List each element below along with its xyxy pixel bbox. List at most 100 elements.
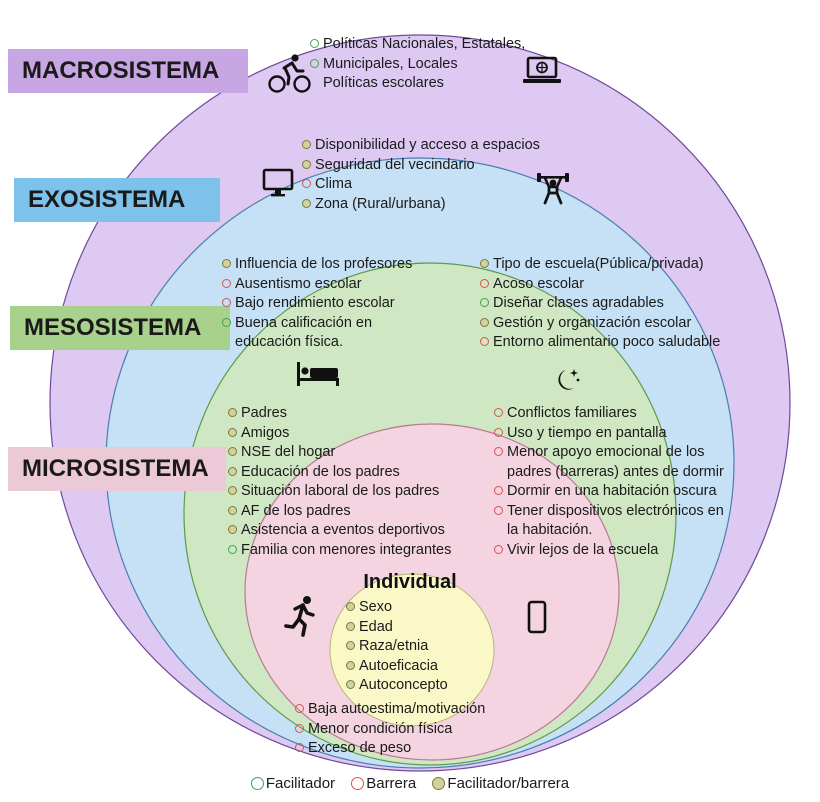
factor-item: Clima [302, 175, 540, 195]
factor-text: educación física. [235, 334, 344, 350]
factor-item: Entorno alimentario poco saludable [480, 333, 720, 353]
factor-item: Diseñar clases agradables [480, 294, 720, 314]
factor-text: Menor condición física [308, 720, 453, 737]
facilitador-barrera-marker-icon [346, 641, 355, 650]
barrera-marker-icon [351, 777, 365, 790]
factor-text: Conflictos familiares [507, 405, 637, 421]
factor-text: Zona (Rural/urbana) [315, 195, 446, 212]
microsistema-label: MICROSISTEMA [8, 447, 226, 491]
factor-text: Exceso de peso [308, 740, 412, 756]
facilitador-barrera-marker-icon [222, 259, 231, 268]
factor-item: Vivir lejos de la escuela [494, 541, 724, 561]
facilitador-barrera-marker-icon [228, 427, 237, 437]
factor-item: Dormir en una habitación oscura [494, 482, 724, 502]
facilitador-barrera-marker-icon [228, 486, 237, 495]
barrera-marker-icon [494, 505, 503, 515]
factor-item: Zona (Rural/urbana) [302, 195, 540, 215]
moon-stars-icon [558, 369, 580, 390]
facilitador-barrera-marker-icon [346, 621, 355, 631]
factor-item: Edad [346, 618, 448, 638]
factor-item: Gestión y organización escolar [480, 314, 720, 334]
factor-text: Municipales, Locales [323, 55, 458, 72]
factor-item: Asistencia a eventos deportivos [228, 521, 451, 541]
monitor-icon [262, 168, 294, 197]
individual-circle [329, 573, 495, 727]
factor-text: padres (barreras) antes de dormir [507, 463, 724, 480]
factor-item: Seguridad del vecindario [302, 156, 540, 176]
barrera-marker-icon [295, 723, 304, 733]
factor-text: Raza/etnia [359, 638, 429, 654]
facilitador-barrera-marker-icon [302, 140, 311, 149]
factor-text: Uso y tiempo en pantalla [507, 424, 667, 441]
factor-item: Acoso escolar [480, 275, 720, 295]
facilitador-marker-icon [250, 777, 264, 790]
factor-text: Autoconcepto [359, 677, 448, 693]
barrera-marker-icon [302, 179, 311, 188]
facilitador-barrera-marker-icon [346, 602, 355, 611]
facilitador-barrera-marker-icon [480, 259, 489, 268]
factor-item: Educación de los padres [228, 463, 451, 483]
factor-item: Baja autoestima/motivación [295, 700, 485, 720]
legend-barrera: Barrera [351, 775, 416, 792]
factor-text: Políticas Nacionales, Estatales, [323, 36, 526, 52]
factor-text: Amigos [241, 424, 290, 441]
factor-item: AF de los padres [228, 502, 451, 522]
factor-text: Baja autoestima/motivación [308, 701, 486, 717]
factor-text: Ausentismo escolar [235, 275, 362, 292]
factor-text: Entorno alimentario poco saludable [493, 334, 721, 350]
weightlifter-icon [537, 173, 569, 205]
barrera-marker-icon [480, 337, 489, 346]
factor-text: Tener dispositivos electrónicos en [507, 502, 724, 519]
facilitador-barrera-marker-icon [228, 505, 237, 515]
individual-label: Individual [363, 571, 457, 593]
factor-text: Vivir lejos de la escuela [507, 541, 659, 558]
smartphone-icon [527, 600, 547, 634]
barrera-marker-icon [295, 743, 304, 752]
facilitador-barrera-marker-icon [480, 317, 489, 327]
factor-text: Situación laboral de los padres [241, 483, 440, 499]
facilitador-barrera-marker-icon [302, 198, 311, 208]
barrera-marker-icon [295, 704, 304, 713]
barrera-marker-icon [494, 427, 503, 437]
factor-text: Asistencia a eventos deportivos [241, 522, 445, 538]
factor-text: AF de los padres [241, 502, 351, 519]
barrera-marker-icon [494, 544, 503, 554]
factor-item: Autoconcepto [346, 676, 448, 696]
legend-facilitador: Facilitador [250, 775, 335, 792]
factor-text: Dormir en una habitación oscura [507, 483, 717, 499]
facilitador-marker-icon [222, 317, 231, 327]
factor-text: Edad [359, 618, 393, 635]
factor-text: Influencia de los profesores [235, 256, 413, 272]
factor-text: Diseñar clases agradables [493, 295, 664, 311]
factor-text: Acoso escolar [493, 275, 585, 292]
facilitador-barrera-marker-icon [302, 159, 311, 169]
facilitador-marker-icon [310, 39, 319, 48]
factor-item: NSE del hogar [228, 443, 451, 463]
factor-text: Menor apoyo emocional de los [507, 444, 705, 460]
factor-item: Amigos [228, 424, 451, 444]
factor-text: NSE del hogar [241, 444, 336, 460]
laptop-icon [523, 56, 561, 83]
factor-item: Situación laboral de los padres [228, 482, 451, 502]
exosistema-label: EXOSISTEMA [14, 178, 220, 222]
barrera-marker-icon [480, 278, 489, 288]
factor-item: Bajo rendimiento escolar [222, 294, 412, 314]
barrera-marker-icon [222, 298, 231, 307]
factor-text: Tipo de escuela(Pública/privada) [493, 256, 704, 272]
facilitador-barrera-marker-icon [228, 408, 237, 417]
runner-icon [284, 596, 315, 637]
factor-text: Gestión y organización escolar [493, 314, 692, 331]
barrera-marker-icon [494, 408, 503, 417]
bed-icon [297, 362, 339, 386]
legend-facilitador-barrera: Facilitador/barrera [432, 775, 569, 792]
factor-item: Menor condición física [295, 720, 485, 740]
factor-text: Buena calificación en [235, 314, 373, 331]
factor-item: Influencia de los profesores [222, 255, 412, 275]
meso-right-factor-list: Tipo de escuela(Pública/privada) Acoso es… [480, 255, 720, 353]
